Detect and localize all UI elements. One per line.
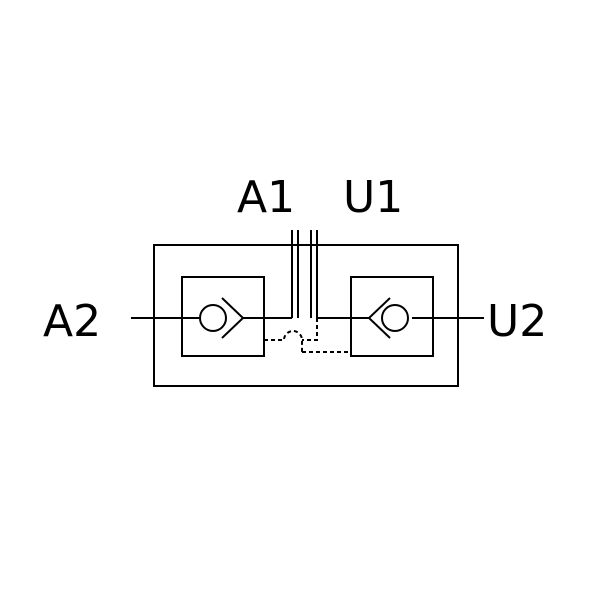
main-line-u: [310, 230, 484, 319]
pilot-line-left: [264, 330, 303, 352]
main-line-a: [131, 230, 299, 319]
valve-block-outline: [153, 244, 459, 387]
port-label-u1: U1: [343, 172, 403, 223]
port-label-a2: A2: [43, 296, 101, 347]
right-valve-box: [350, 276, 434, 357]
left-valve-box: [181, 276, 265, 357]
pilot-line-right: [302, 318, 351, 353]
right-check-valve-icon: [367, 297, 409, 339]
port-label-u2: U2: [487, 296, 547, 347]
port-label-a1: A1: [237, 172, 295, 223]
left-check-valve-icon: [199, 297, 245, 339]
